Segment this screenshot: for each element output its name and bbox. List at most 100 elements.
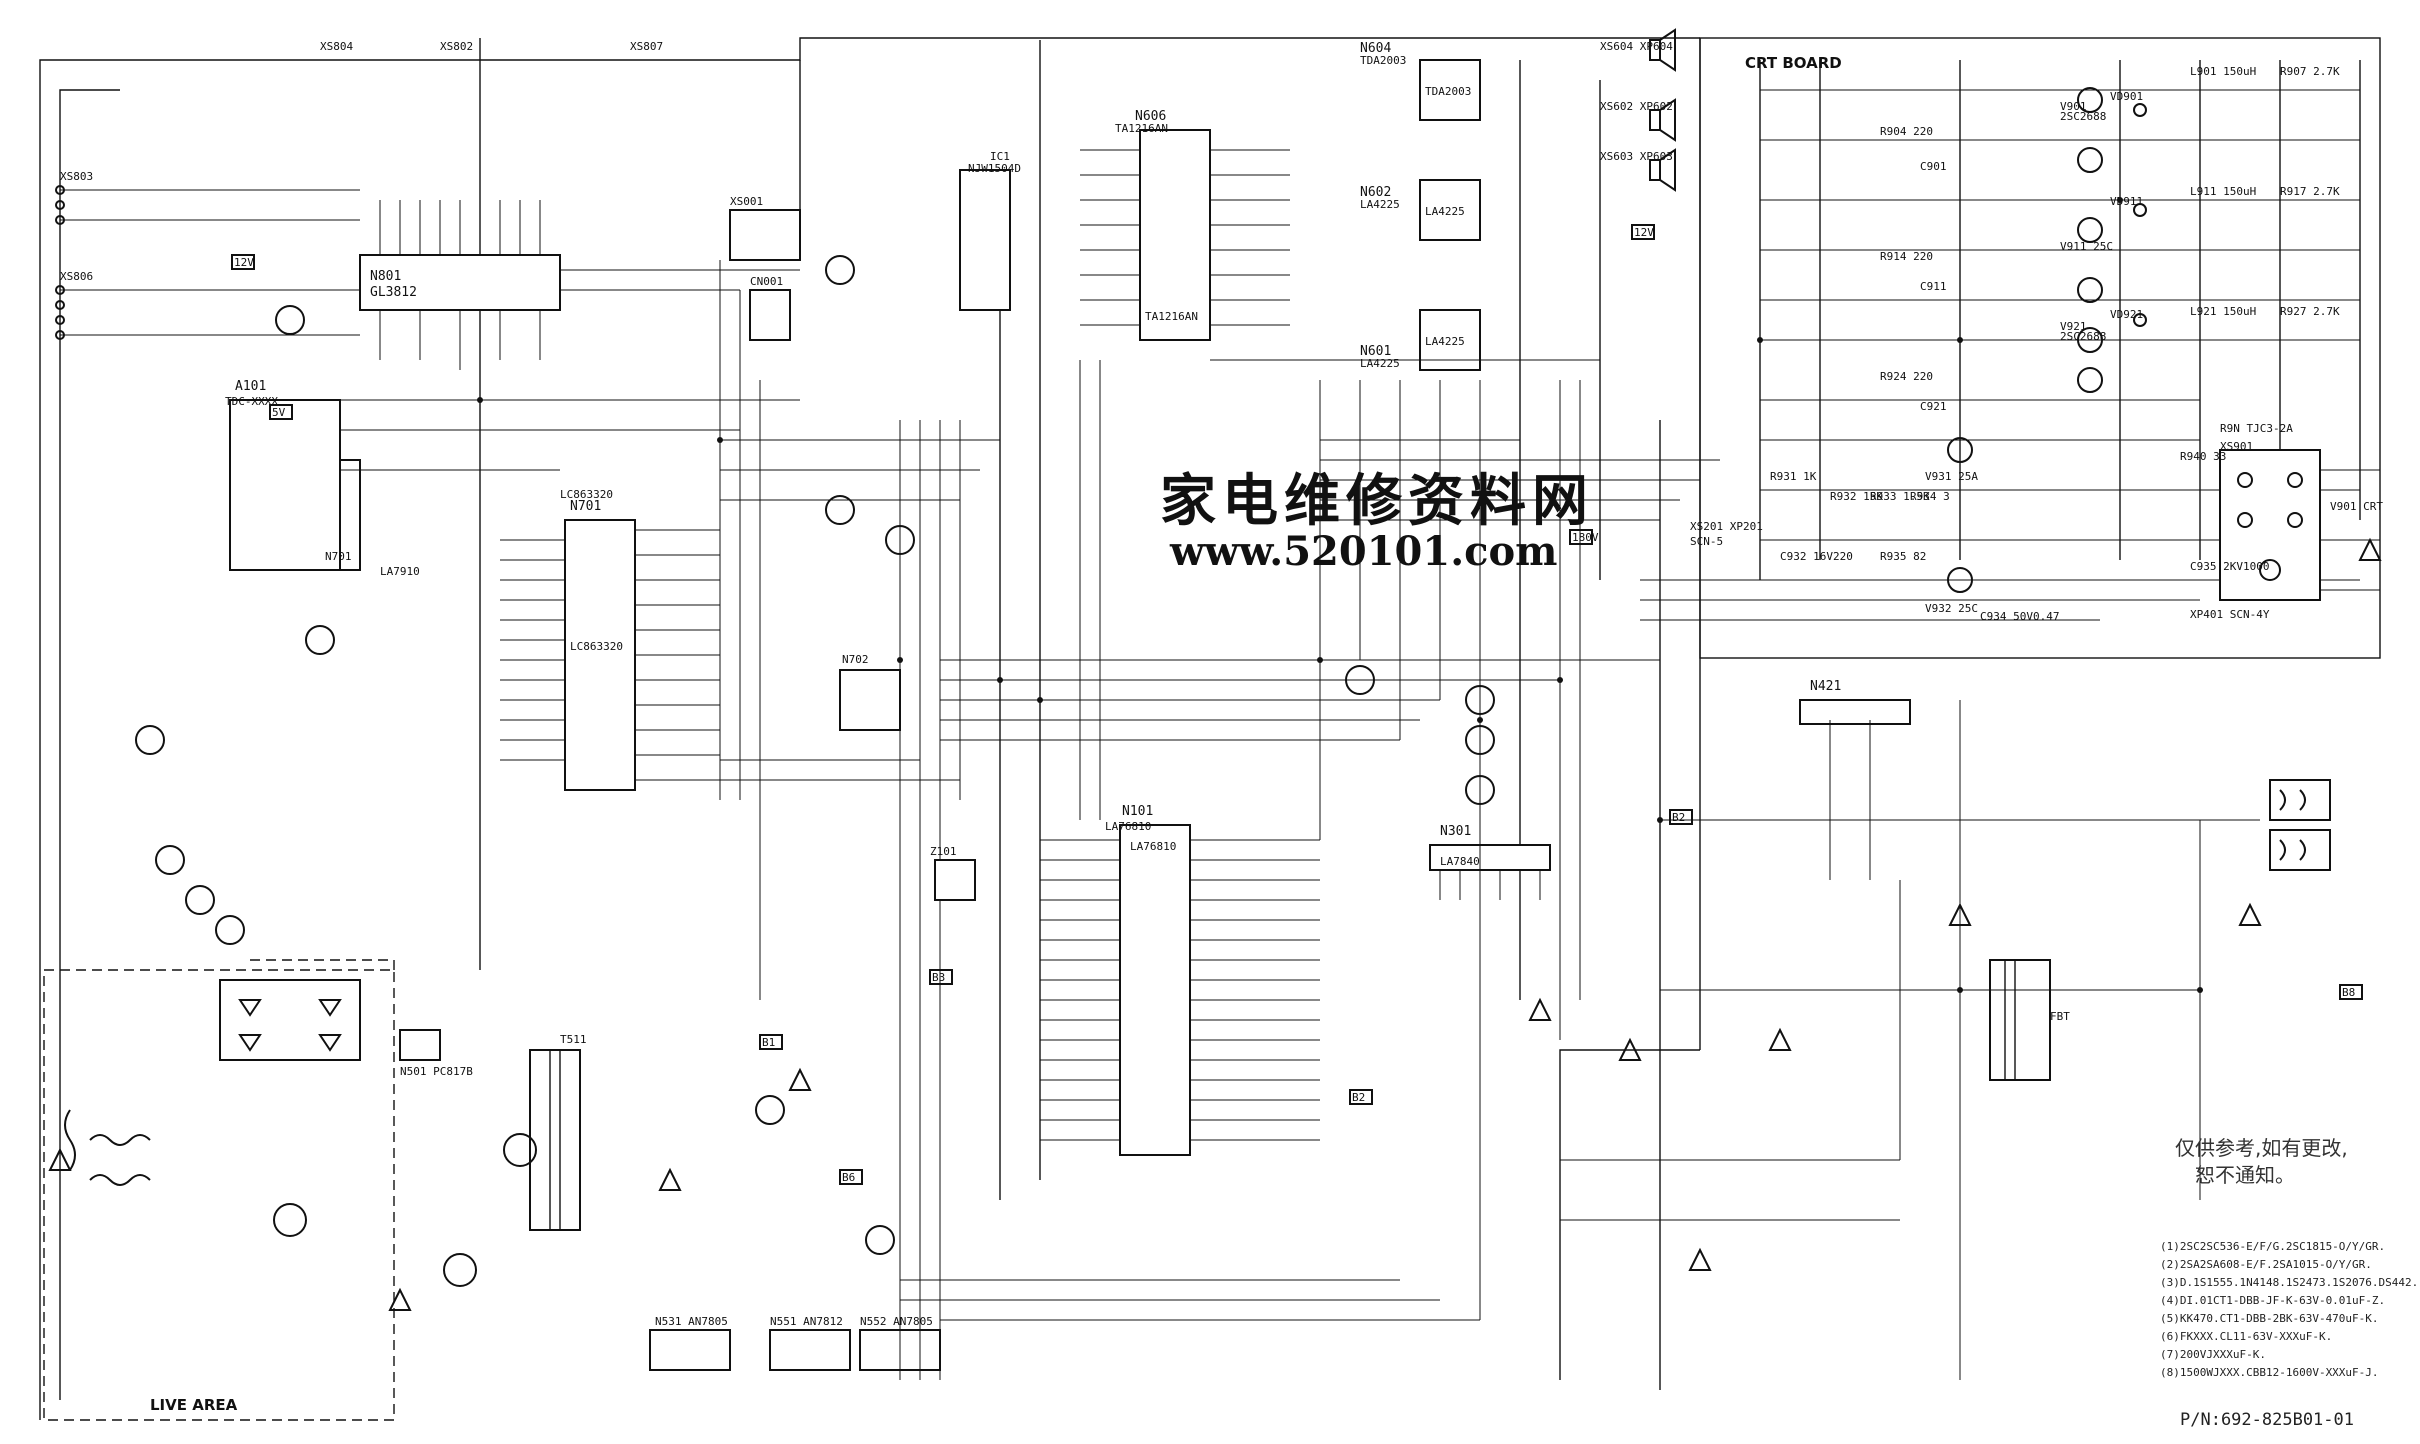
svg-text:VD911: VD911 [2110,195,2143,208]
z101-filter: Z101 [930,845,976,901]
reference-note-line1: 仅供参考,如有更改, [2175,1136,2348,1160]
ic-n101: N101 LA76810 [1105,804,1191,1156]
svg-text:A101: A101 [235,379,266,394]
crt-board-frame [1699,37,2381,659]
svg-text:180V: 180V [1572,531,1599,544]
svg-text:N551 AN7812: N551 AN7812 [770,1315,843,1328]
svg-text:N552 AN7805: N552 AN7805 [860,1315,933,1328]
svg-text:XS807: XS807 [630,40,663,53]
cn001: CN001 [749,275,791,341]
spec-note: (8)1500WJXXX.CBB12-1600V-XXXuF-J. [2160,1366,2379,1379]
svg-text:B2: B2 [1352,1091,1365,1104]
svg-text:N801: N801 [370,269,401,284]
svg-text:XS804: XS804 [320,40,353,53]
spec-notes: (1)2SC2SC536-E/F/G.2SC1815-O/Y/GR. (2)2S… [2160,1240,2418,1379]
part-number: P/N:692-825B01-01 [2180,1410,2354,1430]
svg-text:V921: V921 [2060,320,2087,333]
ic-n601-label: LA4225 [1425,335,1465,348]
ic-n604-label: TDA2003 [1425,85,1471,98]
svg-text:IC1: IC1 [990,150,1010,163]
svg-text:2SC2688: 2SC2688 [2060,330,2106,343]
svg-text:R931 1K: R931 1K [1770,470,1817,483]
svg-text:VD901: VD901 [2110,90,2143,103]
crt-socket [2219,449,2380,601]
svg-text:LA4225: LA4225 [1360,198,1400,211]
svg-text:L911 150uH: L911 150uH [2190,185,2256,198]
svg-text:L921 150uH: L921 150uH [2190,305,2256,318]
ic-n606-label: TA1216AN [1145,310,1198,323]
svg-text:C932 16V220: C932 16V220 [1780,550,1853,563]
tuner-a101: A101 TDC-XXXX [225,379,341,571]
svg-text:XS001: XS001 [730,195,763,208]
video-transistors [135,255,1495,945]
power-transistors [273,1095,895,1287]
svg-text:C911: C911 [1920,280,1947,293]
svg-text:B8: B8 [2342,986,2355,999]
spec-note: (4)DI.01CT1-DBB-JF-K-63V-0.01uF-Z. [2160,1294,2385,1307]
yoke [2269,779,2331,871]
svg-text:B2: B2 [1672,811,1685,824]
w002-block: XS001 [729,195,801,261]
ic-n604: N604 TDA2003 [1360,41,1481,121]
warning-symbols [48,537,2382,1311]
ic-n701: N701 LC863320 [560,488,636,791]
svg-text:T511: T511 [560,1033,587,1046]
vertical-traces [719,260,1581,1380]
svg-text:N601: N601 [1360,344,1391,359]
svg-text:XS802: XS802 [440,40,473,53]
svg-text:NJW1504D: NJW1504D [968,162,1021,175]
svg-text:L901 150uH: L901 150uH [2190,65,2256,78]
svg-text:2SC2688: 2SC2688 [2060,110,2106,123]
svg-text:R935 82: R935 82 [1880,550,1926,563]
svg-text:C921: C921 [1920,400,1947,413]
svg-text:B1: B1 [762,1036,775,1049]
svg-text:LA76810: LA76810 [1105,820,1151,833]
ic-n421: N421 [1799,679,1911,725]
spec-note: (3)D.1S1555.1N4148.1S2473.1S2076.DS442. [2160,1276,2418,1289]
ic-n701-label: LC863320 [570,640,623,653]
svg-text:R914 220: R914 220 [1880,250,1933,263]
spec-note: (1)2SC2SC536-E/F/G.2SC1815-O/Y/GR. [2160,1240,2385,1253]
svg-text:R934 3: R934 3 [1910,490,1950,503]
svg-text:TDC-XXXX: TDC-XXXX [225,395,278,408]
svg-text:R9N TJC3-2A: R9N TJC3-2A [2220,422,2293,435]
svg-text:GL3812: GL3812 [370,285,417,300]
svg-text:N421: N421 [1810,679,1841,694]
spec-note: (2)2SA2SA608-E/F.2SA1015-O/Y/GR. [2160,1258,2372,1271]
watermark-title: 家电维修资料网 [1160,468,1594,534]
line-filter [64,1109,151,1186]
spec-note: (5)KK470.CT1-DBB-2BK-63V-470uF-K. [2160,1312,2379,1325]
ic-n301: N301 LA7840 [1429,824,1551,871]
svg-text:12V: 12V [234,256,254,269]
svg-text:TA1216AN: TA1216AN [1115,122,1168,135]
power-node-labels: 12V 5V 12V 180V B2 B2 B3 B1 B6 B8 [231,224,2363,1185]
svg-text:V932 25C: V932 25C [1925,602,1978,615]
svg-text:N702: N702 [842,653,869,666]
svg-text:N602: N602 [1360,185,1391,200]
svg-text:R932 15K: R932 15K [1830,490,1883,503]
ic-n602: N602 LA4225 [1360,179,1481,241]
svg-text:B6: B6 [842,1171,855,1184]
svg-text:N101: N101 [1122,804,1153,819]
svg-text:V901: V901 [2060,100,2087,113]
svg-text:XP401 SCN-4Y: XP401 SCN-4Y [2190,608,2270,621]
svg-text:VD921: VD921 [2110,308,2143,321]
svg-text:N701: N701 [570,499,601,514]
n702-eeprom: N702 [839,653,901,731]
svg-text:C934 50V0.47: C934 50V0.47 [1980,610,2059,623]
regulators: N531 AN7805 N551 AN7812 N552 AN7805 [649,1315,941,1371]
svg-text:XS201 XP201: XS201 XP201 [1690,520,1763,533]
svg-text:XS602 XP602: XS602 XP602 [1600,100,1673,113]
svg-text:N301: N301 [1440,824,1471,839]
signal-traces [60,189,2260,1380]
bridge-rectifier [219,979,361,1061]
svg-text:LA7910: LA7910 [380,565,420,578]
reference-note-line2: 恕不通知。 [2195,1163,2295,1187]
svg-text:R917 2.7K: R917 2.7K [2280,185,2340,198]
svg-text:V911 25C: V911 25C [2060,240,2113,253]
flyback-transformer: FBT [1989,959,2070,1081]
svg-text:R907 2.7K: R907 2.7K [2280,65,2340,78]
svg-text:N606: N606 [1135,109,1166,124]
